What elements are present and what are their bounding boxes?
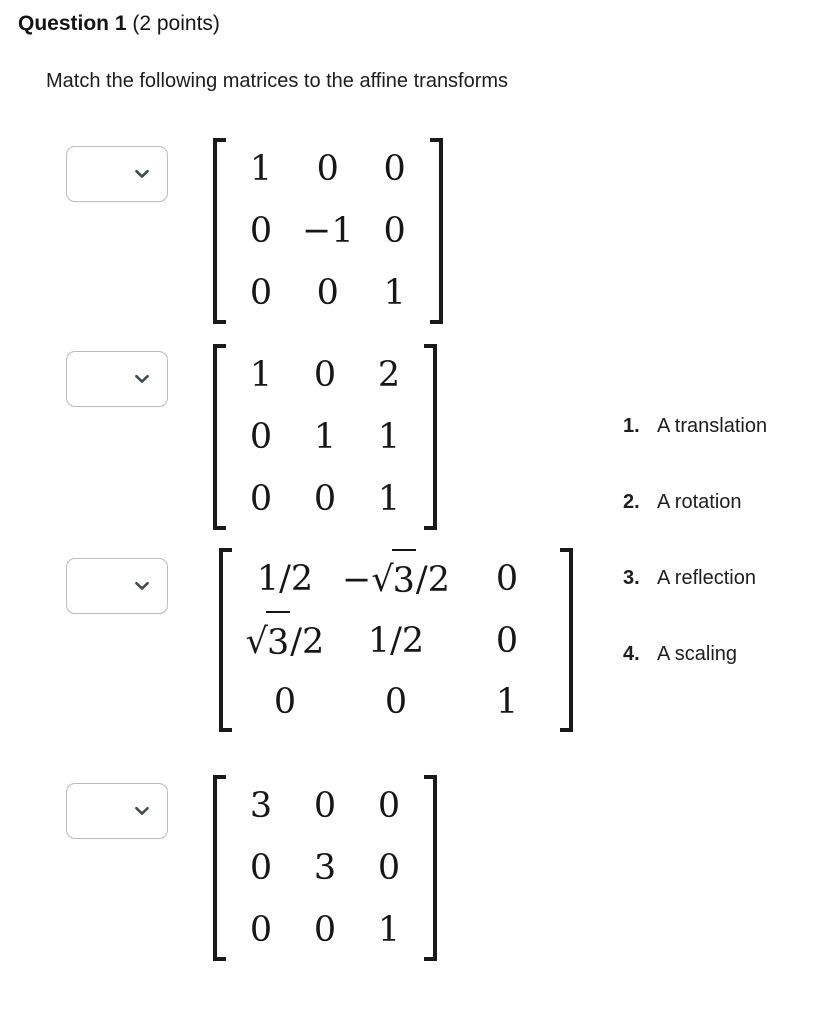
- matrix-bracket-right: [424, 344, 437, 530]
- matrix-cell: 0: [273, 682, 297, 722]
- matrix-cell: 0: [384, 682, 408, 722]
- chevron-down-icon: [134, 166, 150, 182]
- answer-dropdown-1[interactable]: [66, 146, 168, 202]
- matrix-cell: 1: [377, 417, 401, 457]
- matrix-cell: √3/2: [235, 610, 335, 672]
- chevron-down-icon: [134, 578, 150, 594]
- option-item-4: 4. A scaling: [623, 643, 767, 719]
- matrix-cell: 0: [377, 848, 401, 888]
- option-item-2: 2. A rotation: [623, 491, 767, 567]
- matrix-cell: 1: [377, 910, 401, 950]
- matrix-cell: 0: [249, 211, 273, 251]
- option-number: 3.: [623, 567, 640, 589]
- option-label: A reflection: [657, 567, 756, 589]
- matrix-cell: 1: [377, 479, 401, 519]
- matrix-bracket-right: [429, 138, 443, 324]
- matrix-cell: 0: [249, 273, 273, 313]
- question-header: Question 1 (2 points): [18, 10, 220, 38]
- page-title: Question 1: [18, 12, 127, 35]
- answer-dropdown-3[interactable]: [66, 558, 168, 614]
- matrix-cell: 0: [495, 559, 519, 599]
- matrix-cell: 0: [249, 848, 273, 888]
- matrix-cell: 0: [249, 417, 273, 457]
- option-number: 2.: [623, 491, 640, 513]
- option-number: 1.: [623, 415, 640, 437]
- matrix-bracket-left: [213, 138, 226, 324]
- matrix-cell: 0: [249, 910, 273, 950]
- matrix-cell: 0: [313, 786, 337, 826]
- matrix-body: 1 0 0 0 −1 0 0 0 1: [229, 138, 427, 324]
- matrix-cell: 1/2: [256, 559, 314, 599]
- matrix-row: √3/2 1/2 0: [235, 610, 557, 672]
- matrix-cell: 0: [495, 621, 519, 661]
- matrix-cell: −1: [302, 211, 354, 251]
- matrix-row: 0 −1 0: [229, 200, 427, 262]
- answer-dropdown-2[interactable]: [66, 351, 168, 407]
- option-number: 4.: [623, 643, 640, 665]
- matrix-cell: 1: [313, 417, 337, 457]
- matrix-cell: 1: [383, 273, 406, 313]
- question-prompt: Match the following matrices to the affi…: [46, 70, 509, 92]
- matrix-cell: 1: [249, 355, 273, 395]
- matrix-cell: 2: [377, 355, 401, 395]
- matrix-cell: 1/2: [367, 621, 425, 661]
- matrix-bracket-left: [213, 775, 226, 961]
- chevron-down-icon: [134, 803, 150, 819]
- answer-dropdown-4[interactable]: [66, 783, 168, 839]
- matrix-cell: 0: [316, 273, 339, 313]
- matrix-body: 1/2 −√3/2 0 √3/2 1/2 0 0 0 1: [235, 548, 557, 732]
- option-label: A translation: [657, 415, 768, 437]
- matrix-cell: 1: [249, 149, 273, 189]
- matrix-row: 0 0 1: [229, 262, 427, 324]
- matrix-cell: 0: [313, 910, 337, 950]
- matrix-cell: 0: [313, 355, 337, 395]
- matrix-row: 1 0 0: [229, 138, 427, 200]
- matrix-reflection: 1 0 0 0 −1 0 0 0 1: [213, 138, 443, 324]
- question-points: (2 points): [132, 12, 220, 35]
- option-item-3: 3. A reflection: [623, 567, 767, 643]
- matrix-cell: 0: [377, 786, 401, 826]
- option-label: A rotation: [657, 491, 742, 513]
- matrix-cell: 3: [313, 848, 337, 888]
- matrix-cell: 0: [249, 479, 273, 519]
- matrix-cell: 0: [383, 149, 406, 189]
- option-item-1: 1. A translation: [623, 415, 767, 491]
- matrix-cell: 0: [383, 211, 406, 251]
- matrix-row: 0 0 1: [235, 672, 557, 732]
- matrix-cell: 1: [495, 682, 519, 722]
- chevron-down-icon: [134, 371, 150, 387]
- options-list: 1. A translation 2. A rotation 3. A reflectio…: [623, 415, 767, 719]
- matrix-bracket-right: [559, 548, 573, 732]
- matrix-cell: 3: [249, 786, 273, 826]
- matrix-bracket-left: [213, 344, 226, 530]
- matrix-cell: 0: [313, 479, 337, 519]
- matrix-rotation: 1/2 −√3/2 0 √3/2 1/2 0 0 0 1: [219, 548, 573, 732]
- matrix-row: 1/2 −√3/2 0: [235, 548, 557, 610]
- matrix-cell: 0: [316, 149, 339, 189]
- matrix-cell: −√3/2: [335, 548, 457, 610]
- matrix-bracket-right: [424, 775, 437, 961]
- option-label: A scaling: [657, 643, 738, 665]
- matrix-bracket-left: [219, 548, 232, 732]
